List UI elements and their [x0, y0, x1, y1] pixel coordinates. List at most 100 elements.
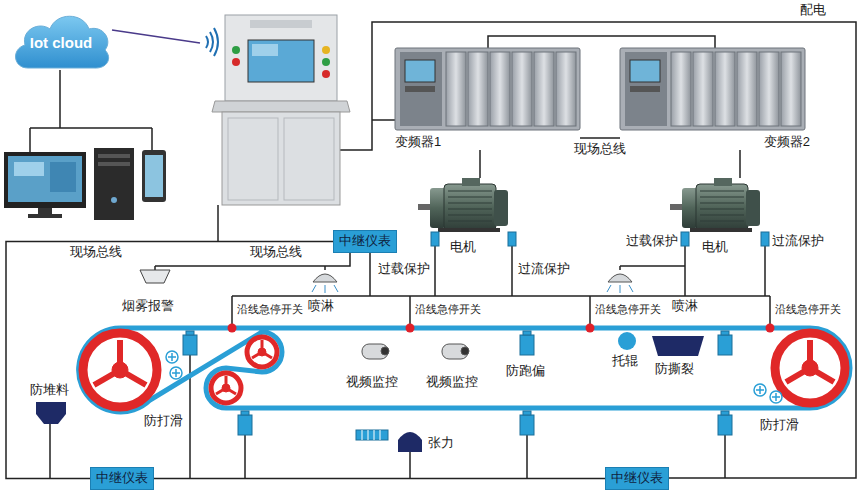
drive-pulley: [775, 333, 845, 403]
callout-label: 防打滑: [144, 414, 183, 429]
protection-sensor: [761, 232, 769, 246]
emergency-stop: [586, 324, 595, 333]
camera: [461, 347, 469, 355]
tension-sensor: [398, 432, 422, 452]
camera: [381, 347, 389, 355]
tension-sensor: [362, 430, 380, 440]
protection-sensor: [681, 232, 689, 246]
bus-wire: [232, 248, 770, 324]
emergency-stop: [228, 324, 775, 333]
drive-pulley: [112, 362, 128, 378]
callout-label: 过流保护: [518, 262, 570, 277]
control-console: [225, 15, 337, 101]
tension-sensor: [356, 430, 422, 452]
bus-wire: [372, 119, 395, 121]
emergency-stop: [406, 324, 415, 333]
control-console: [284, 118, 334, 200]
node-label: 中继仪表: [611, 471, 663, 486]
drive-unit: [468, 52, 488, 126]
drive-unit: [395, 48, 580, 130]
computer: [94, 148, 134, 220]
drive-pulley: [222, 384, 230, 392]
tear-detector: [652, 336, 704, 356]
control-console: [232, 58, 240, 66]
bus-connector: [479, 150, 481, 178]
cloud-label: Iot cloud: [30, 34, 93, 51]
control-console: [252, 44, 278, 56]
control-console: [250, 20, 312, 28]
motor-node: 电机: [665, 178, 765, 255]
bus-wire: [488, 36, 715, 48]
computer: [28, 214, 62, 218]
relay-box: 中继仪表: [605, 467, 669, 490]
protection-sensor: [431, 232, 439, 246]
drive-pulley: [94, 340, 146, 385]
sprinkler: [313, 274, 337, 282]
callout-label: 现场总线: [250, 245, 302, 260]
control-console: [222, 112, 340, 205]
sprinkler: [312, 274, 633, 293]
wifi-symbol: [214, 28, 218, 56]
belt-sensor: [520, 415, 534, 435]
belt-sensor: [183, 335, 197, 355]
belt-sensor: [718, 335, 732, 355]
callout-label: 托辊: [612, 354, 638, 369]
bus-wire: [30, 22, 856, 478]
computer: [4, 152, 86, 208]
computer: [38, 208, 52, 214]
protection-sensor: [508, 232, 516, 246]
callout-label: 张力: [428, 436, 454, 451]
callout-label: 沿线急停开关: [595, 303, 661, 316]
pile-detector: [36, 402, 66, 424]
tension-sensor: [356, 430, 388, 440]
callout-label: 视频监控: [346, 375, 398, 390]
drive-unit: [490, 52, 510, 126]
computer: [8, 156, 82, 202]
smoke-alarm: [140, 270, 170, 283]
belt-sensor: [186, 331, 194, 335]
callout-label: 现场总线: [70, 245, 122, 260]
speed-sensor: [168, 353, 780, 401]
belt-sensor: [238, 415, 252, 435]
speed-sensor: [166, 351, 782, 403]
drive-unit: [405, 60, 435, 82]
drive-unit: [395, 48, 580, 130]
drive-pulley: [802, 360, 818, 376]
camera: [442, 344, 468, 359]
computer: [14, 162, 44, 176]
callout-label: 喷淋: [672, 299, 698, 314]
wireless-link: [112, 30, 200, 43]
wifi-symbol: [206, 28, 218, 56]
sprinkler: [608, 274, 632, 282]
motor: [448, 191, 492, 221]
belt-sensor: [523, 331, 531, 335]
control-console: [212, 15, 350, 205]
belt-sensor: [241, 411, 249, 415]
computer: [145, 155, 163, 197]
computer: [98, 154, 130, 158]
wifi-symbol: [206, 36, 208, 48]
belt-sensor: [523, 411, 531, 415]
callout-label: 配电: [800, 3, 826, 18]
callout-label: 视频监控: [426, 375, 478, 390]
smoke-alarm: [140, 270, 170, 283]
control-console: [322, 58, 330, 66]
drive-pulley: [211, 373, 241, 403]
computer: [142, 150, 166, 202]
motor: [418, 178, 508, 232]
callout-label: 过载保护: [626, 234, 678, 249]
belt-sensor: [183, 331, 732, 435]
drive-unit: [405, 86, 435, 92]
bus-connector: [6, 242, 333, 479]
computer: [4, 148, 166, 220]
motor-node: 电机: [415, 178, 510, 255]
motor: [670, 178, 760, 232]
drive-unit: [446, 52, 466, 126]
callout-label: 防堆料: [30, 383, 69, 398]
motor: [438, 228, 500, 232]
drive-pulley: [83, 333, 157, 407]
